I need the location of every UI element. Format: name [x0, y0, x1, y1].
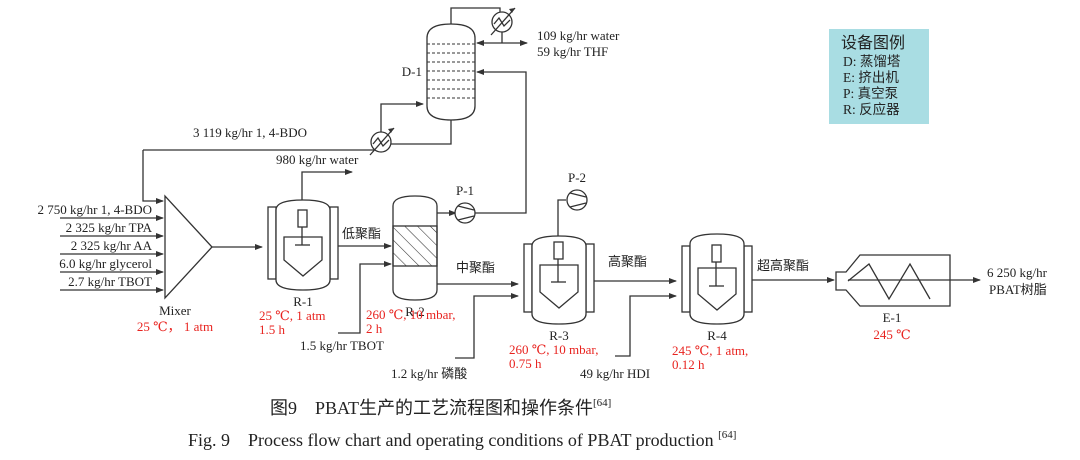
e1-label: E-1 [883, 310, 902, 325]
water-out-label: 980 kg/hr water [276, 152, 359, 167]
r2-label: R-2 [405, 304, 425, 319]
recycle-stream-label: 3 119 kg/hr 1, 4-BDO [193, 125, 307, 140]
feed-label-tbot: 2.7 kg/hr TBOT [68, 274, 152, 289]
caption-en-ref: [64] [718, 429, 736, 441]
r4-conditions-2: 0.12 h [672, 357, 705, 372]
r4-conditions-1: 245 ℃, 1 atm, [672, 343, 748, 358]
mixer-conditions: 25 ℃， 1 atm [137, 319, 213, 334]
r1-conditions-1: 25 ℃, 1 atm [259, 308, 326, 323]
mixer-symbol [164, 194, 213, 300]
reactor-r3 [523, 235, 595, 325]
reactor-r1 [267, 199, 339, 291]
r2-conditions-2: 2 h [366, 321, 383, 336]
caption-cn: 图9 PBAT生产的工艺流程图和操作条件[64] [270, 397, 611, 418]
legend-title: 设备图例 [841, 34, 905, 52]
r4-feed-label: 49 kg/hr HDI [580, 366, 650, 381]
heat-exchanger-condenser [490, 7, 516, 36]
r2-conditions-1: 260 ℃, 10 mbar, [366, 307, 455, 322]
stream-low-label: 低聚酯 [342, 226, 381, 241]
product-rate: 6 250 kg/hr [987, 265, 1048, 280]
distillation-column-d1 [426, 23, 476, 121]
stream-mid-label: 中聚酯 [456, 260, 495, 275]
feed-label-glycerol: 6.0 kg/hr glycerol [59, 256, 152, 271]
legend-item-d: D: 蒸馏塔 [843, 54, 901, 69]
p1-label: P-1 [456, 183, 474, 198]
r2-feed-label: 1.5 kg/hr TBOT [300, 338, 384, 353]
caption-en-text: Fig. 9 Process flow chart and operating … [188, 430, 718, 450]
caption-cn-text: 图9 PBAT生产的工艺流程图和操作条件 [270, 398, 593, 418]
r3-label: R-3 [549, 328, 569, 343]
feed-lines [60, 150, 164, 293]
pump-p1 [454, 202, 476, 224]
legend-item-e: E: 挤出机 [843, 70, 899, 85]
d1-product-thf: 59 kg/hr THF [537, 44, 608, 59]
reactor-r4 [681, 233, 753, 325]
reactor-r2 [392, 195, 438, 301]
legend-background [829, 29, 929, 124]
r3-feed-label: 1.2 kg/hr 磷酸 [391, 366, 467, 381]
heat-exchanger-recycle [369, 127, 395, 156]
stream-high-label: 高聚酯 [608, 254, 647, 269]
pump-p2 [566, 189, 588, 211]
d1-product-water: 109 kg/hr water [537, 28, 620, 43]
r3-conditions-2: 0.75 h [509, 356, 542, 371]
r4-label: R-4 [707, 328, 727, 343]
r1-label: R-1 [293, 294, 313, 309]
r3-conditions-1: 260 ℃, 10 mbar, [509, 342, 598, 357]
caption-en: Fig. 9 Process flow chart and operating … [188, 429, 736, 450]
caption-cn-ref: [64] [593, 397, 611, 409]
p2-label: P-2 [568, 170, 586, 185]
legend-item-r: R: 反应器 [843, 101, 900, 117]
feed-label-bdo: 2 750 kg/hr 1, 4-BDO [38, 202, 152, 217]
equipment-legend: 设备图例 D: 蒸馏塔 E: 挤出机 P: 真空泵 R: 反应器 [829, 29, 929, 124]
feed-label-aa: 2 325 kg/hr AA [71, 238, 153, 253]
product-name: PBAT树脂 [989, 282, 1047, 297]
feed-label-tpa: 2 325 kg/hr TPA [66, 220, 153, 235]
d1-label: D-1 [402, 64, 422, 79]
r1-conditions-2: 1.5 h [259, 322, 286, 337]
e1-conditions: 245 ℃ [873, 327, 910, 342]
stream-ultra-label: 超高聚酯 [757, 258, 809, 273]
mixer-label: Mixer [159, 303, 191, 318]
legend-item-p: P: 真空泵 [843, 86, 898, 101]
